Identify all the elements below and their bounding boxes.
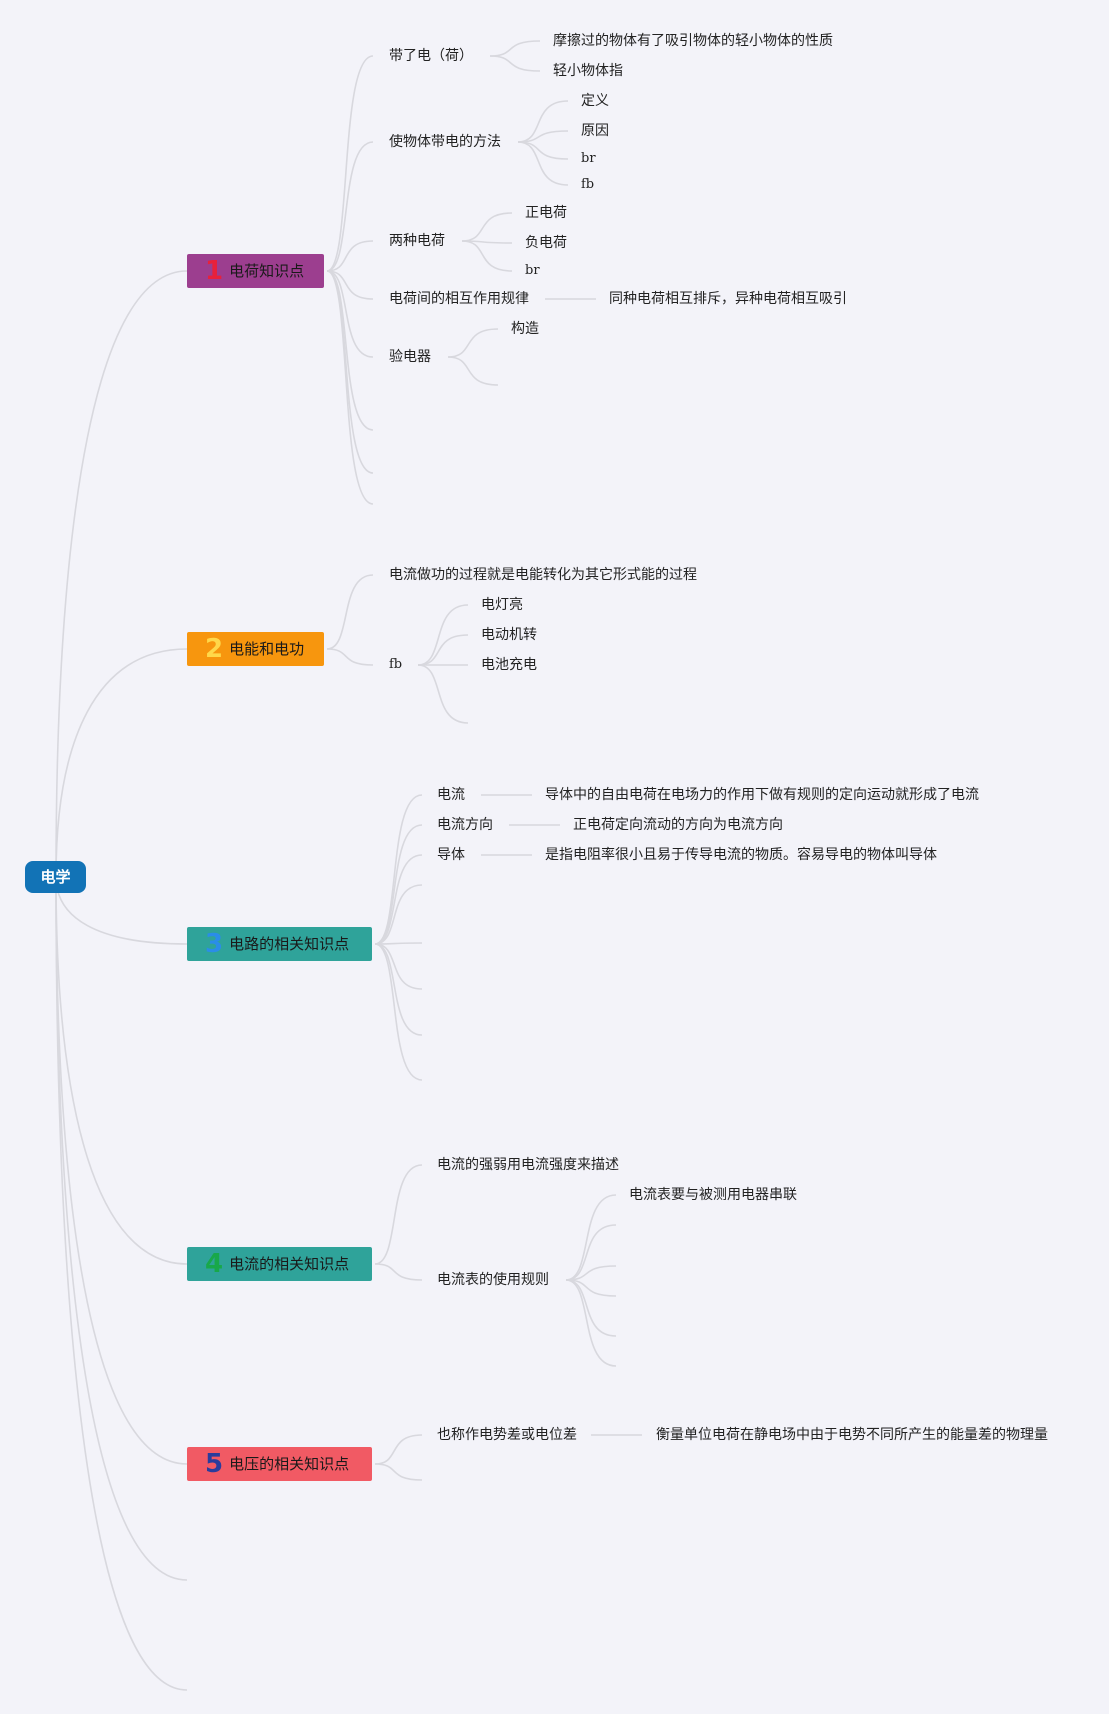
link-root-branch-7 bbox=[55, 876, 188, 1691]
link-1-2-3 bbox=[517, 141, 569, 160]
topic-2-2[interactable]: fb bbox=[389, 657, 403, 672]
link-3-3 bbox=[374, 854, 423, 945]
link-root-branch-2 bbox=[55, 648, 188, 878]
topic-1-3[interactable]: 两种电荷 bbox=[389, 233, 445, 249]
branch-number-2: 2 bbox=[205, 634, 224, 664]
link-1-5-1 bbox=[447, 328, 499, 358]
link-4-2-1 bbox=[565, 1194, 617, 1281]
link-1-7 bbox=[326, 270, 374, 474]
link-1-5 bbox=[326, 270, 374, 358]
link-4-2-2 bbox=[565, 1224, 617, 1281]
link-1-2-1 bbox=[517, 100, 569, 143]
topic-4-1[interactable]: 电流的强弱用电流强度来描述 bbox=[437, 1157, 619, 1173]
topic-5-1[interactable]: 也称作电势差或电位差 bbox=[437, 1427, 577, 1443]
branch-node-4[interactable]: 4 电流的相关知识点 bbox=[187, 1247, 372, 1281]
branch-number-4: 4 bbox=[205, 1249, 224, 1279]
branch-number-5: 5 bbox=[205, 1449, 224, 1479]
link-root-branch-4 bbox=[55, 876, 188, 1265]
link-3-7 bbox=[374, 943, 423, 1036]
link-1-1-2 bbox=[489, 55, 541, 72]
branch-number-1: 1 bbox=[205, 256, 224, 286]
link-1-2-4 bbox=[517, 141, 569, 186]
topic-1-2-3[interactable]: br bbox=[581, 151, 596, 166]
link-2-2-2 bbox=[417, 634, 469, 666]
topic-5-1-1[interactable]: 衡量单位电荷在静电场中由于电势不同所产生的能量差的物理量 bbox=[656, 1427, 1048, 1443]
topic-1-2-4[interactable]: fb bbox=[581, 177, 595, 192]
link-2-2 bbox=[326, 648, 374, 666]
topic-2-2-1[interactable]: 电灯亮 bbox=[481, 597, 523, 613]
link-1-3-3 bbox=[461, 240, 513, 272]
topic-3-2[interactable]: 电流方向 bbox=[437, 817, 493, 833]
link-4-2-6 bbox=[565, 1279, 617, 1367]
topic-2-2-3[interactable]: 电池充电 bbox=[481, 657, 537, 673]
link-3-4 bbox=[374, 884, 423, 945]
topic-1-4-1[interactable]: 同种电荷相互排斥，异种电荷相互吸引 bbox=[609, 291, 847, 307]
link-root-branch-1 bbox=[55, 270, 188, 878]
topic-2-2-2[interactable]: 电动机转 bbox=[481, 627, 537, 643]
link-4-2-3 bbox=[565, 1265, 617, 1281]
topic-1-3-2[interactable]: 负电荷 bbox=[525, 235, 567, 251]
topic-3-1[interactable]: 电流 bbox=[437, 787, 465, 803]
link-2-1 bbox=[326, 574, 374, 650]
topic-4-2[interactable]: 电流表的使用规则 bbox=[437, 1272, 549, 1288]
link-3-8 bbox=[374, 943, 423, 1081]
topic-3-1-1[interactable]: 导体中的自由电荷在电场力的作用下做有规则的定向运动就形成了电流 bbox=[545, 787, 979, 803]
topic-1-2-2[interactable]: 原因 bbox=[581, 123, 609, 139]
topic-1-5-1[interactable]: 构造 bbox=[511, 321, 539, 337]
topic-3-3-1[interactable]: 是指电阻率很小且易于传导电流的物质。容易导电的物体叫导体 bbox=[545, 847, 937, 863]
link-3-6 bbox=[374, 943, 423, 990]
topic-1-1[interactable]: 带了电（荷） bbox=[389, 48, 473, 64]
branch-label-1: 电荷知识点 bbox=[229, 262, 305, 280]
link-4-1 bbox=[374, 1164, 423, 1265]
link-1-2 bbox=[326, 141, 374, 272]
topic-3-2-1[interactable]: 正电荷定向流动的方向为电流方向 bbox=[573, 817, 783, 833]
topic-1-1-2[interactable]: 轻小物体指 bbox=[553, 63, 623, 79]
link-1-3 bbox=[326, 240, 374, 272]
branch-number-3: 3 bbox=[205, 929, 224, 959]
link-root-branch-5 bbox=[55, 876, 188, 1465]
branch-node-5[interactable]: 5 电压的相关知识点 bbox=[187, 1447, 372, 1481]
link-1-3-1 bbox=[461, 212, 513, 242]
topic-4-2-1[interactable]: 电流表要与被测用电器串联 bbox=[629, 1187, 797, 1203]
topic-1-4[interactable]: 电荷间的相互作用规律 bbox=[389, 291, 529, 307]
link-1-5-2 bbox=[447, 356, 499, 386]
link-4-2-4 bbox=[565, 1279, 617, 1297]
link-4-2-5 bbox=[565, 1279, 617, 1337]
topic-1-3-3[interactable]: br bbox=[525, 263, 540, 278]
topic-1-2[interactable]: 使物体带电的方法 bbox=[389, 134, 501, 150]
link-1-1-1 bbox=[489, 40, 541, 57]
topic-1-5[interactable]: 验电器 bbox=[389, 349, 431, 365]
link-1-1 bbox=[326, 55, 374, 272]
link-1-4 bbox=[326, 270, 374, 300]
topic-2-1[interactable]: 电流做功的过程就是电能转化为其它形式能的过程 bbox=[389, 567, 697, 583]
topic-1-2-1[interactable]: 定义 bbox=[581, 93, 609, 109]
branch-node-3[interactable]: 3 电路的相关知识点 bbox=[187, 927, 372, 961]
link-2-2-4 bbox=[417, 664, 469, 724]
topic-3-3[interactable]: 导体 bbox=[437, 847, 465, 863]
link-3-2 bbox=[374, 824, 423, 945]
branch-label-2: 电能和电功 bbox=[229, 640, 305, 658]
branch-node-1[interactable]: 1 电荷知识点 bbox=[187, 254, 324, 288]
link-3-5 bbox=[374, 942, 423, 945]
topic-1-1-1[interactable]: 摩擦过的物体有了吸引物体的轻小物体的性质 bbox=[553, 33, 833, 49]
link-1-8 bbox=[326, 270, 374, 505]
link-3-1 bbox=[374, 794, 423, 945]
branch-label-5: 电压的相关知识点 bbox=[229, 1455, 350, 1473]
branch-label-3: 电路的相关知识点 bbox=[229, 935, 350, 953]
root-node[interactable]: 电学 bbox=[25, 861, 86, 893]
link-2-2-1 bbox=[417, 604, 469, 666]
branch-label-4: 电流的相关知识点 bbox=[229, 1255, 350, 1273]
link-5-1 bbox=[374, 1434, 423, 1465]
link-4-2 bbox=[374, 1263, 423, 1281]
topic-1-3-1[interactable]: 正电荷 bbox=[525, 205, 567, 221]
branch-node-2[interactable]: 2 电能和电功 bbox=[187, 632, 324, 666]
link-5-2 bbox=[374, 1463, 423, 1481]
